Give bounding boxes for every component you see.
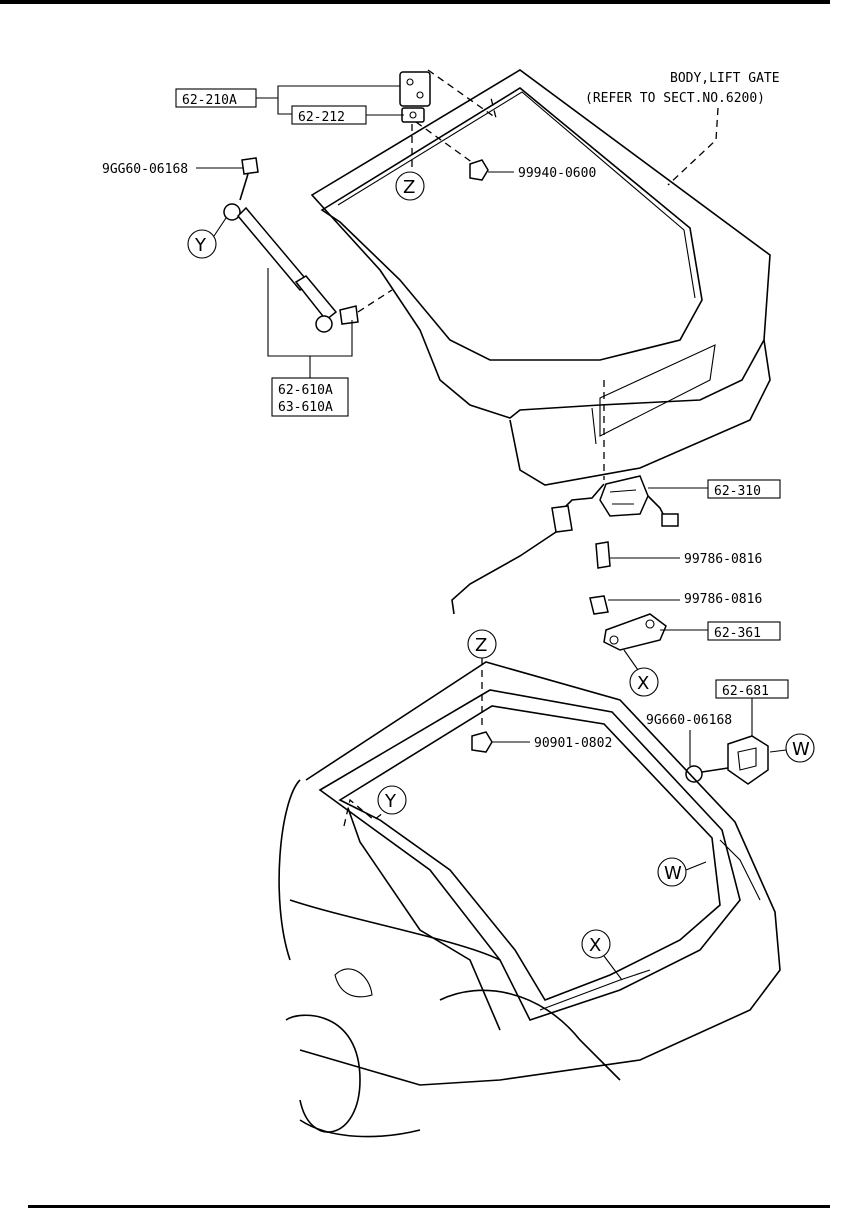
w-leader-top [769,749,787,753]
bolt-damper [239,157,259,201]
callout-w-top-label: W [792,739,810,760]
callout-x-top [629,667,659,697]
bolt-striker [589,595,609,615]
part-damper-b[interactable]: 63-610A [278,400,333,415]
fastener-bolt-lock[interactable]: 99786-0816 [684,552,762,567]
hinge [399,69,498,169]
callout-z-top [395,171,425,201]
title-line-2: (REFER TO SECT.NO.6200) [585,91,765,106]
lift-gate [310,69,771,486]
vehicle-body [278,661,781,1138]
x-leader-body [603,955,623,981]
fastener-bolt-stopper[interactable]: 9G660-06168 [646,713,732,728]
fastener-nut-hinge[interactable]: 99940-0600 [518,166,596,181]
part-lock-box [707,479,781,499]
y-leader-body [343,798,385,827]
fastener-nut-body[interactable]: 90901-0802 [534,736,612,751]
callout-x-body-label: X [589,935,601,956]
title-leader [667,107,719,186]
callout-z-body-label: Z [475,635,487,656]
callout-y-top-label: Y [194,235,207,256]
title-line-1: BODY,LIFT GATE [670,71,780,86]
callout-y-body-label: Y [384,791,397,812]
callout-w-top [785,733,815,763]
nut-hinge [469,159,489,181]
part-damper-box [271,377,349,417]
callout-x-top-label: X [637,673,649,694]
part-lock[interactable]: 62-310 [714,484,761,499]
fastener-bolt-damper[interactable]: 9GG60-06168 [102,162,188,177]
fastener-bolt-striker[interactable]: 99786-0816 [684,592,762,607]
gas-damper [223,203,338,333]
bolt-damper-lower [339,289,393,325]
part-striker[interactable]: 62-361 [714,626,761,641]
callout-y-body [377,785,407,815]
callout-w-body-label: W [664,863,682,884]
y-leader-top [213,217,227,237]
part-damper-a[interactable]: 62-610A [278,383,333,398]
w-leader-body [685,861,707,871]
top-border [0,0,830,4]
striker [603,613,667,651]
part-hinge-b[interactable]: 62-212 [298,110,345,125]
nut-body [471,731,493,753]
x-leader-top [623,649,639,671]
part-hinge-a[interactable]: 62-210A [182,93,237,108]
callout-y-top [187,229,217,259]
leader-hinge-a [256,85,400,115]
bottom-border [28,1205,830,1208]
part-striker-box [707,621,781,641]
stopper [727,735,769,785]
lock-assembly [451,475,679,615]
bolt-lock [595,541,611,569]
callout-w-body [657,857,687,887]
bolt-stopper [685,765,729,783]
callout-x-body [581,929,611,959]
part-stopper[interactable]: 62-681 [722,684,769,699]
callout-z-top-label: Z [403,177,415,198]
